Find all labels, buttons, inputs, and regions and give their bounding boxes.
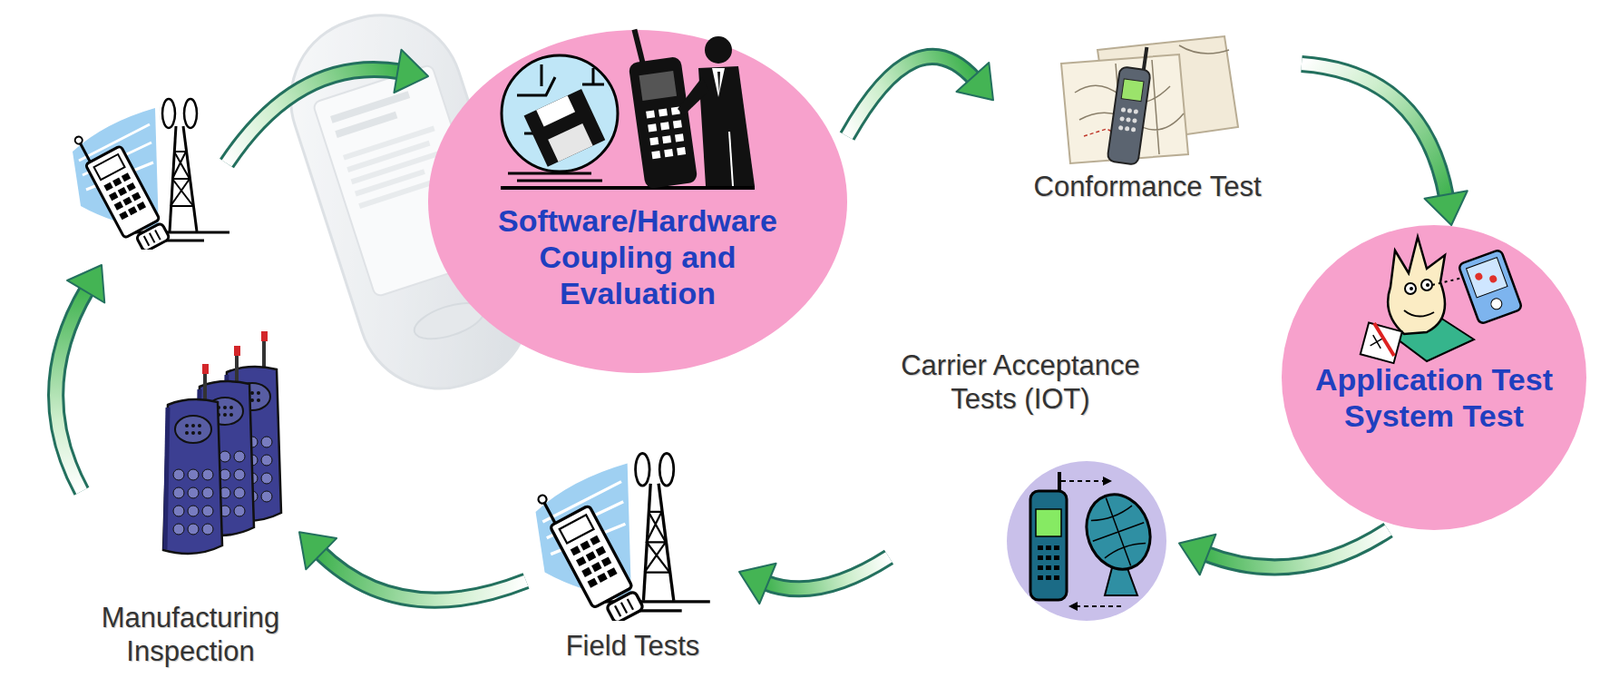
software-hardware-icon [491,22,764,196]
arrow-body [226,68,401,164]
stage-node: Carrier Acceptance Tests (IOT) [888,349,1180,626]
flow-arrow [1179,529,1389,575]
flow-arrow [847,56,994,137]
arrow-body [1204,529,1389,567]
arrow-outline [56,288,88,491]
arrow-head [1424,190,1468,225]
arrow-outline [847,56,976,137]
stage-label: Application Test System Test [1302,360,1566,434]
arrow-outline [1301,63,1447,198]
arrow-body [1301,63,1447,198]
stage-label: Manufacturing Inspection [81,601,300,668]
stage-label: Conformance Test [1011,170,1284,205]
arrow-head [739,563,777,604]
field-test-icon [530,448,713,621]
stage-node: Conformance Test [993,18,1302,209]
flow-arrow [739,556,889,604]
arrow-head [67,264,105,303]
stage-label: Field Tests [526,629,740,664]
flow-arrow [1301,63,1468,225]
arrow-head [956,62,994,100]
stage-circle: Application Test System Test [1281,224,1587,530]
text-slot: Field Tests [526,629,740,664]
stage-label: Carrier Acceptance Tests (IOT) [888,349,1152,416]
text-slot: Conformance Test [1011,170,1284,205]
tower-phone-icon [68,95,232,250]
arrow-head [393,49,429,93]
manufacturing-phones-icon [154,331,291,567]
text-slot: Application Test System Test [1302,360,1566,434]
text-slot: Carrier Acceptance Tests (IOT) [888,349,1152,416]
arrow-body [318,550,527,600]
arrow-body [847,56,976,137]
flow-arrow [299,531,527,600]
arrow-outline [226,68,401,164]
stage-label: Software/Hardware Coupling and Evaluatio… [483,202,792,312]
stage-node: Manufacturing Inspection [81,331,300,672]
application-test-icon [1354,232,1527,364]
arrow-body [56,288,88,491]
arrow-head [1179,534,1216,576]
conformance-icon [1043,27,1243,168]
stage-node: Field Tests [526,444,740,672]
text-slot: Software/Hardware Coupling and Evaluatio… [483,202,792,312]
text-slot: Manufacturing Inspection [81,601,300,668]
arrow-outline [764,556,889,589]
stage-ellipse: Software/Hardware Coupling and Evaluatio… [428,29,848,373]
carrier-acceptance-icon [1004,458,1169,623]
arrow-outline [318,550,527,600]
arrow-outline [1204,529,1389,567]
arrow-body [764,556,889,589]
arrow-head [299,531,337,569]
